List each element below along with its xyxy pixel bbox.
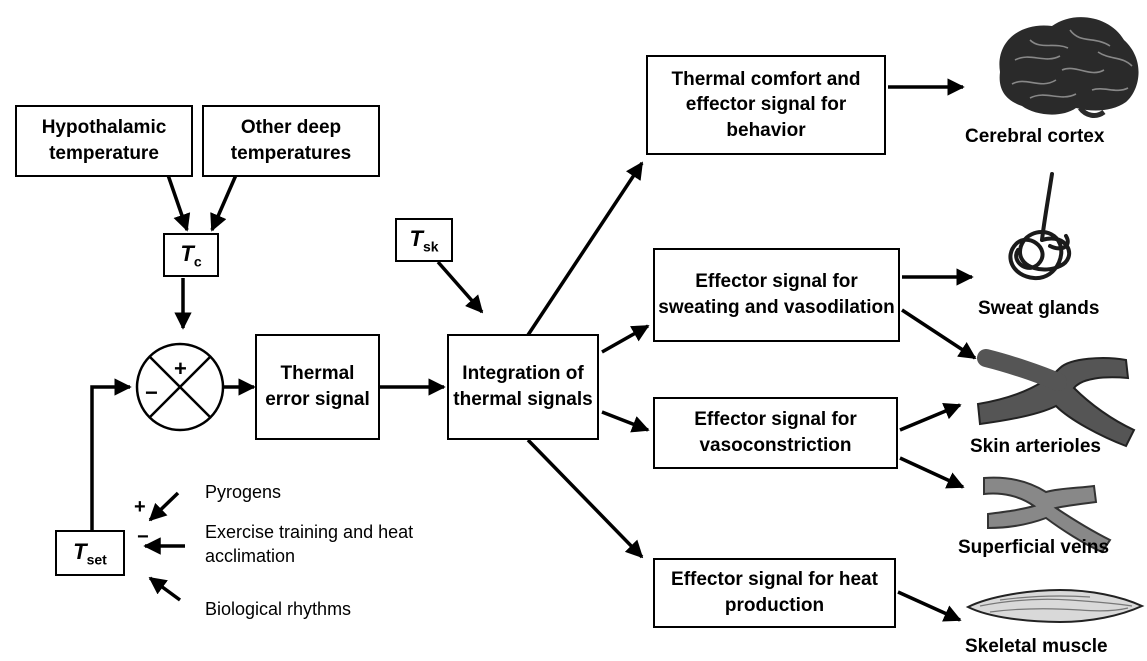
arrow-integration-to-sweating [601,324,650,354]
skin-arterioles-label: Skin arterioles [970,436,1101,457]
arrow-tset-to-comparator [90,378,132,530]
modifier-plus-sign: + [134,496,146,518]
sweat-glands-label: Sweat glands [978,298,1100,319]
tsk-box: Tsk [395,218,453,262]
integration-box: Integration of thermal signals [447,334,599,440]
arrow-deep-to-tc [210,174,238,232]
skeletal-muscle-label: Skeletal muscle [965,636,1108,657]
modifier-minus-sign: − [137,526,149,548]
exercise-label: Exercise training and heat acclimation [205,522,414,567]
hypothalamic-temperature-box: Hypothalamic temperature [15,105,193,177]
vasoconstriction-box: Effector signal for vasoconstriction [653,397,898,469]
pyrogens-label: Pyrogens [205,482,282,502]
arrow-integration-to-heat-production [526,438,644,559]
vein-icon [983,476,1112,554]
tset-box: Tset [55,530,125,576]
cerebral-cortex-label: Cerebral cortex [965,126,1105,147]
tsk-symbol: Tsk [409,225,439,255]
tc-symbol: Tc [180,240,202,270]
arrow-tsk-to-integration [436,260,484,314]
rhythms-label: Biological rhythms [205,599,352,619]
arrow-integration-to-vasoconstriction [601,410,650,433]
superficial-veins-label: Superficial veins [958,537,1110,558]
other-deep-temperatures-box: Other deep temperatures [202,105,380,177]
arrow-heat-to-muscle [897,590,962,622]
arrow-rhythms [148,576,182,602]
muscle-icon [965,588,1145,624]
comparator-plus-sign: + [174,356,187,381]
tc-box: Tc [163,233,219,277]
arrow-integration-to-comfort [526,161,644,336]
comparator-symbol [135,342,225,432]
arrow-pyrogens [148,491,180,522]
arrow-sweating-to-arterioles [901,308,977,360]
sweat-gland-icon [1008,172,1072,281]
sweating-vasodilation-box: Effector signal for sweating and vasodil… [653,248,900,342]
arteriole-icon [976,349,1136,448]
heat-production-box: Effector signal for heat production [653,558,896,628]
arrow-vasoconstriction-to-veins [899,456,965,489]
tset-symbol: Tset [73,538,107,568]
comparator-minus-sign: − [145,380,158,405]
arrow-vasoconstriction-to-arterioles [899,402,962,432]
brain-icon [999,17,1139,118]
arrow-hypothalamic-to-tc [166,174,191,232]
thermal-comfort-box: Thermal comfort and effector signal for … [646,55,886,155]
thermal-error-signal-box: Thermal error signal [255,334,380,440]
